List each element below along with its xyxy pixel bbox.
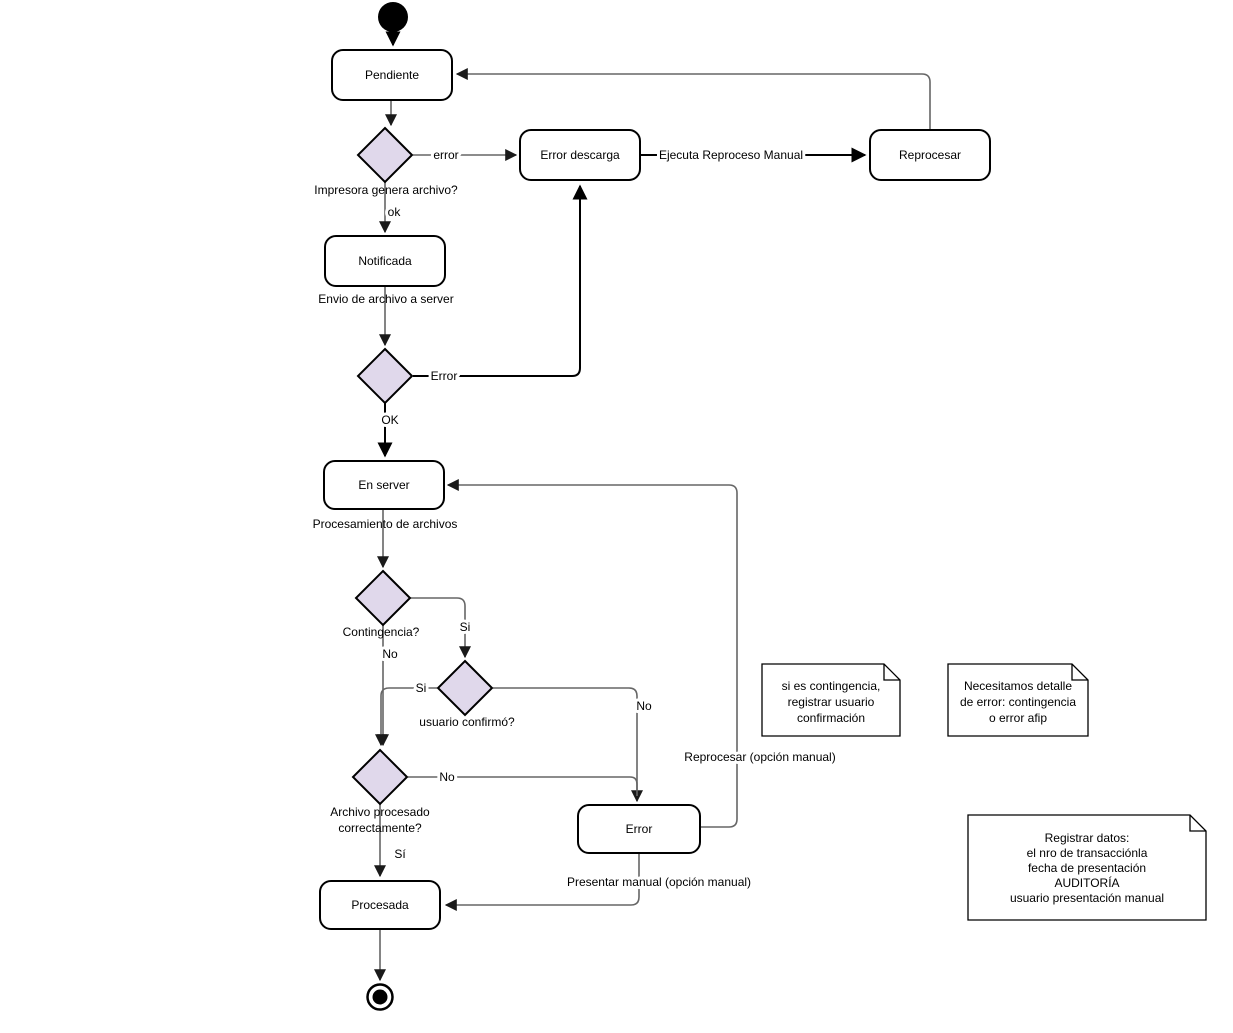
node-notificada-label: Notificada [358,254,412,268]
edge-label-no-usuario: No [636,699,652,713]
edge-error-to-en-server [446,479,738,828]
edge-decision-envio-to-error-descarga [413,184,588,377]
start-node[interactable] [378,2,408,32]
edge-label-error-lower: error [433,148,458,162]
edge-label-si-usuario: Si [416,681,427,695]
note3-line1: Registrar datos: [1045,831,1130,845]
node-procesada[interactable]: Procesada [319,880,441,930]
note3-line2: el nro de transacciónla [1027,846,1148,860]
node-procesada-label: Procesada [351,898,409,912]
node-error-label: Error [626,822,653,836]
edge-decision-usuario-to-decision-archivo [375,687,437,747]
edge-error-to-procesada [444,853,640,911]
note2-line2: de error: contingencia [960,695,1076,709]
note1-line2: registrar usuario [788,695,875,709]
note-fold-icon [1071,664,1088,681]
decision-usuario-diamond[interactable] [436,659,494,717]
note1-line3: confirmación [797,711,865,725]
node-error-descarga[interactable]: Error descarga [519,129,641,181]
note3-line4: AUDITORÍA [1054,875,1119,890]
edge-label-archivo-linea2: correctamente? [338,821,422,835]
node-reprocesar[interactable]: Reprocesar [869,129,991,181]
edge-label-ok-upper: OK [381,413,398,427]
edge-label-reprocesar-manual: Reprocesar (opción manual) [684,750,835,764]
edge-label-usuario-confirmo: usuario confirmó? [419,715,515,729]
note-fold-icon [1189,815,1206,832]
node-reprocesar-label: Reprocesar [899,148,961,162]
note2-line3: o error afip [989,711,1047,725]
note-detalle-error[interactable]: Necesitamos detalle de error: contingenc… [947,663,1089,737]
note-fold-icon [883,664,900,681]
edge-label-ejecuta-reproceso: Ejecuta Reproceso Manual [659,148,803,162]
note3-line5: usuario presentación manual [1010,891,1164,905]
edge-label-contingencia: Contingencia? [343,625,420,639]
edge-label-si-contingencia: Si [460,620,471,634]
edge-decision-contingencia-to-decision-usuario [410,597,471,659]
node-en-server[interactable]: En server [323,460,445,510]
decision-contingencia-diamond[interactable] [354,569,412,627]
edge-decision-archivo-to-error [408,776,638,796]
edge-label-procesamiento: Procesamiento de archivos [313,517,458,531]
node-en-server-label: En server [358,478,409,492]
node-error[interactable]: Error [577,804,701,854]
decision-envio-diamond[interactable] [356,347,414,405]
edge-label-no-archivo: No [439,770,455,784]
node-pendiente[interactable]: Pendiente [331,49,453,101]
edge-label-archivo-linea1: Archivo procesado [330,805,430,819]
edge-label-envio-archivo: Envio de archivo a server [318,292,453,306]
note2-line1: Necesitamos detalle [964,679,1072,693]
end-node[interactable] [366,983,394,1011]
node-notificada[interactable]: Notificada [324,235,446,287]
note3-line3: fecha de presentación [1028,861,1146,875]
decision-archivo-diamond[interactable] [351,748,409,806]
edge-reprocesar-to-pendiente [455,68,931,130]
edge-decision-usuario-to-error [493,687,643,803]
note-contingencia-usuario[interactable]: si es contingencia, registrar usuario co… [761,663,901,737]
edge-label-impresora-pregunta: Impresora genera archivo? [314,183,458,197]
edge-label-no-contingencia: No [382,647,398,661]
edge-label-presentar-manual: Presentar manual (opción manual) [567,875,751,889]
note-registrar-datos[interactable]: Registrar datos: el nro de transacciónla… [967,814,1207,921]
note1-line1: si es contingencia, [782,679,881,693]
edge-label-ok-lower: ok [388,205,402,219]
node-error-descarga-label: Error descarga [540,148,620,162]
edge-label-si-archivo: Sí [394,847,406,861]
edge-label-error-cap: Error [431,369,458,383]
decision-impresora-diamond[interactable] [356,126,414,184]
node-pendiente-label: Pendiente [365,68,419,82]
